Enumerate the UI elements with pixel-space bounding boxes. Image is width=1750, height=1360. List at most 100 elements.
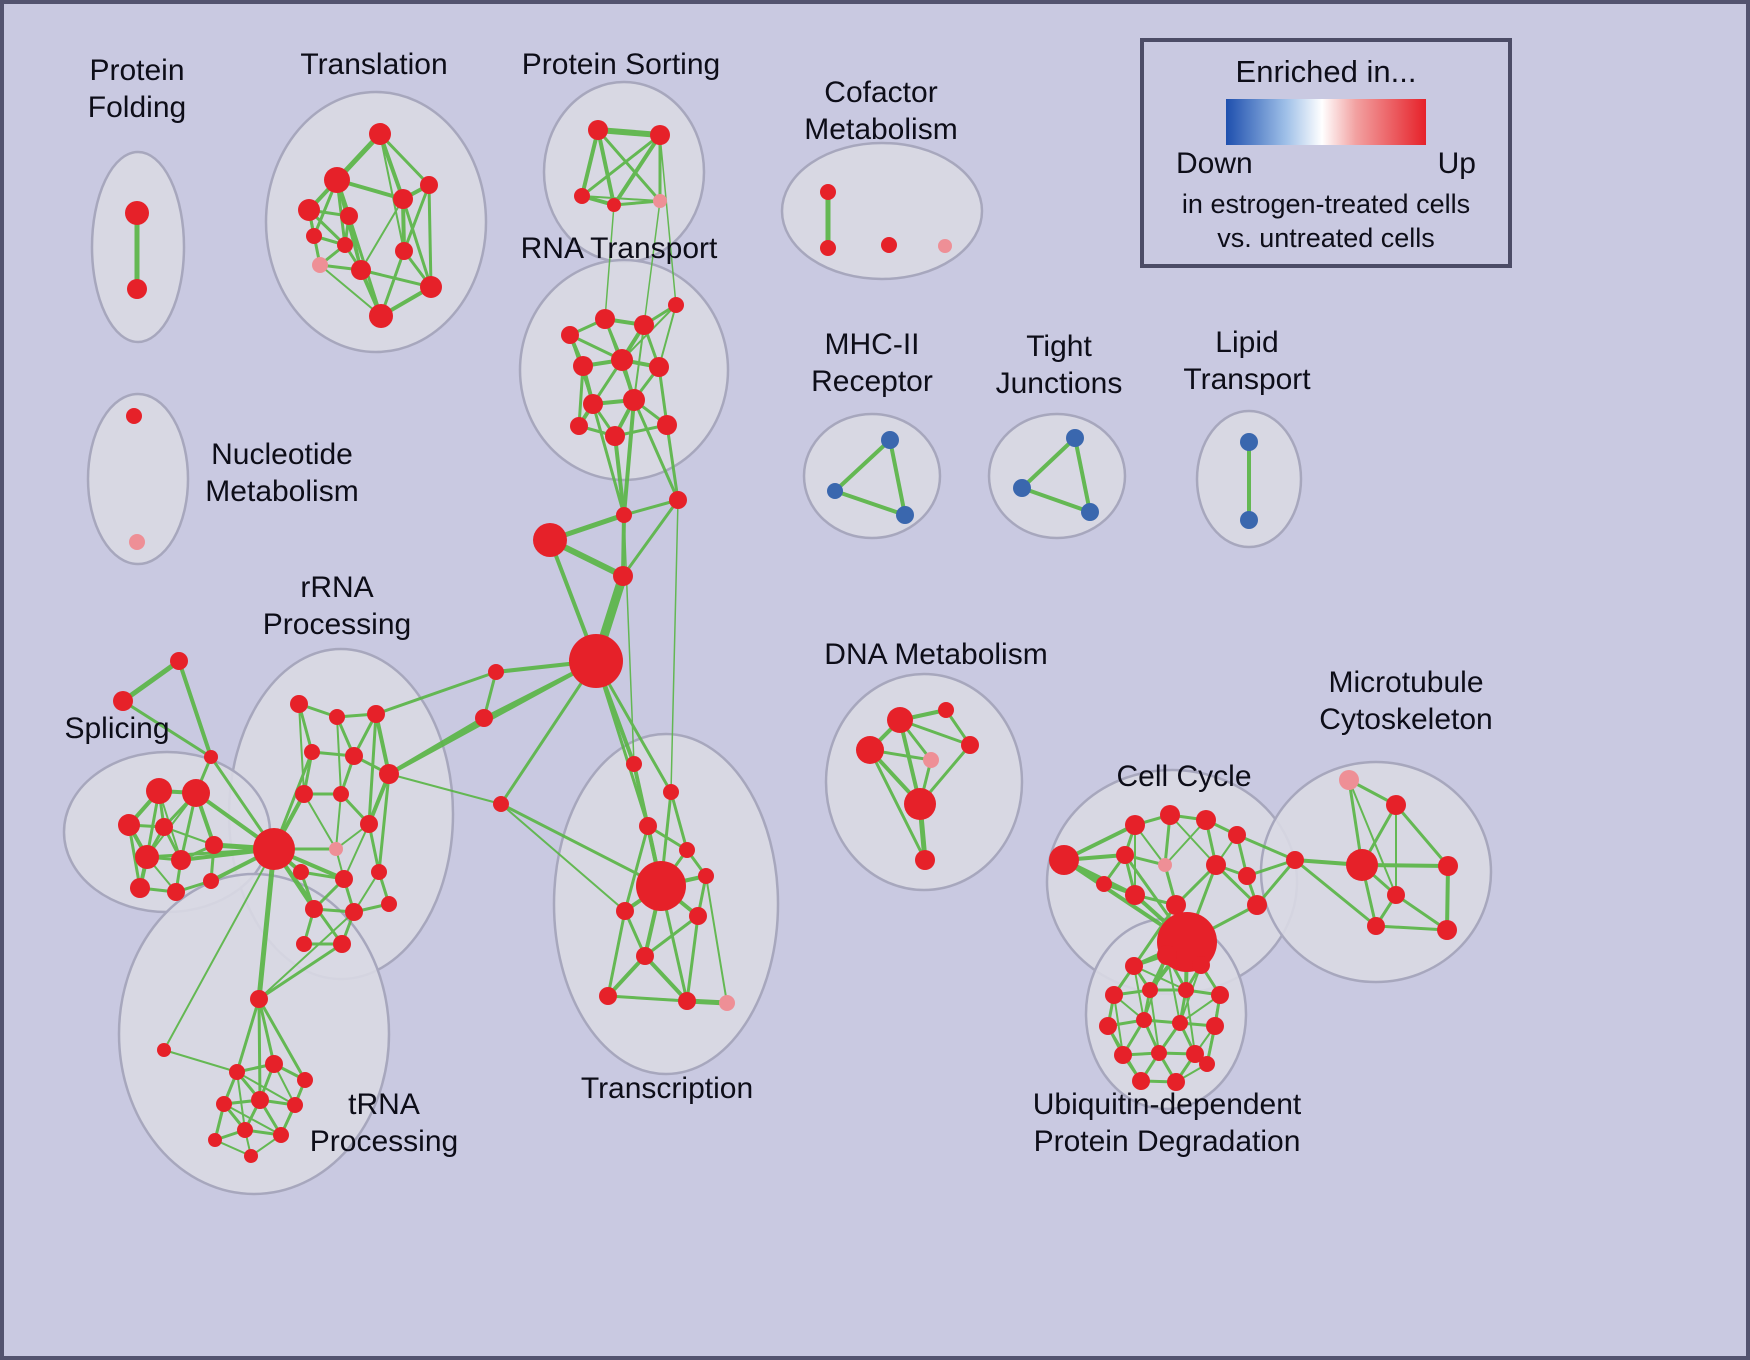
network-node[interactable] [1167, 1073, 1185, 1091]
network-node[interactable] [1116, 846, 1134, 864]
network-node[interactable] [1228, 826, 1246, 844]
network-node[interactable] [616, 507, 632, 523]
network-node[interactable] [533, 523, 567, 557]
network-node[interactable] [475, 709, 493, 727]
network-node[interactable] [265, 1055, 283, 1073]
network-node[interactable] [333, 935, 351, 953]
network-node[interactable] [135, 845, 159, 869]
network-node[interactable] [155, 818, 173, 836]
network-node[interactable] [1206, 855, 1226, 875]
network-node[interactable] [1081, 503, 1099, 521]
network-node[interactable] [1160, 805, 1180, 825]
network-node[interactable] [923, 752, 939, 768]
network-node[interactable] [698, 868, 714, 884]
network-node[interactable] [1136, 1012, 1152, 1028]
network-node[interactable] [561, 326, 579, 344]
network-node[interactable] [157, 1043, 171, 1057]
network-node[interactable] [171, 850, 191, 870]
network-node[interactable] [1114, 1046, 1132, 1064]
network-node[interactable] [634, 315, 654, 335]
network-node[interactable] [493, 796, 509, 812]
network-node[interactable] [1206, 1017, 1224, 1035]
network-node[interactable] [961, 736, 979, 754]
network-node[interactable] [298, 199, 320, 221]
network-node[interactable] [125, 201, 149, 225]
network-node[interactable] [129, 534, 145, 550]
network-node[interactable] [616, 902, 634, 920]
network-node[interactable] [371, 864, 387, 880]
network-node[interactable] [208, 1133, 222, 1147]
network-node[interactable] [297, 1072, 313, 1088]
network-node[interactable] [1211, 986, 1229, 1004]
network-node[interactable] [329, 842, 343, 856]
network-node[interactable] [611, 349, 633, 371]
network-node[interactable] [335, 870, 353, 888]
network-node[interactable] [367, 705, 385, 723]
network-node[interactable] [887, 707, 913, 733]
network-node[interactable] [1157, 945, 1177, 965]
network-node[interactable] [938, 239, 952, 253]
network-node[interactable] [1339, 770, 1359, 790]
network-node[interactable] [650, 125, 670, 145]
network-node[interactable] [1238, 867, 1256, 885]
network-node[interactable] [663, 784, 679, 800]
network-node[interactable] [915, 850, 935, 870]
network-node[interactable] [1013, 479, 1031, 497]
network-node[interactable] [639, 817, 657, 835]
network-node[interactable] [293, 864, 309, 880]
network-node[interactable] [599, 987, 617, 1005]
network-node[interactable] [896, 506, 914, 524]
network-node[interactable] [420, 276, 442, 298]
network-node[interactable] [369, 123, 391, 145]
network-node[interactable] [127, 279, 147, 299]
network-node[interactable] [1151, 1045, 1167, 1061]
network-node[interactable] [827, 483, 843, 499]
network-node[interactable] [678, 992, 696, 1010]
network-node[interactable] [118, 814, 140, 836]
network-node[interactable] [1178, 982, 1194, 998]
network-node[interactable] [1125, 815, 1145, 835]
network-node[interactable] [820, 184, 836, 200]
network-node[interactable] [626, 756, 642, 772]
network-node[interactable] [126, 408, 142, 424]
network-node[interactable] [1346, 849, 1378, 881]
network-node[interactable] [657, 415, 677, 435]
network-node[interactable] [296, 936, 312, 952]
network-node[interactable] [1099, 1017, 1117, 1035]
network-node[interactable] [1192, 956, 1210, 974]
network-node[interactable] [668, 297, 684, 313]
network-node[interactable] [395, 242, 413, 260]
network-node[interactable] [488, 664, 504, 680]
network-node[interactable] [588, 120, 608, 140]
network-node[interactable] [1125, 957, 1143, 975]
network-node[interactable] [1142, 982, 1158, 998]
network-node[interactable] [623, 389, 645, 411]
network-node[interactable] [251, 1091, 269, 1109]
network-node[interactable] [345, 747, 363, 765]
network-node[interactable] [167, 883, 185, 901]
network-node[interactable] [1096, 876, 1112, 892]
network-node[interactable] [1105, 986, 1123, 1004]
network-node[interactable] [329, 709, 345, 725]
network-node[interactable] [130, 878, 150, 898]
network-node[interactable] [351, 260, 371, 280]
network-node[interactable] [216, 1096, 232, 1112]
network-node[interactable] [381, 896, 397, 912]
network-node[interactable] [1387, 886, 1405, 904]
network-node[interactable] [1286, 851, 1304, 869]
network-node[interactable] [1196, 810, 1216, 830]
network-node[interactable] [306, 228, 322, 244]
network-node[interactable] [290, 695, 308, 713]
network-node[interactable] [1049, 845, 1079, 875]
network-node[interactable] [856, 736, 884, 764]
network-node[interactable] [570, 417, 588, 435]
network-node[interactable] [820, 240, 836, 256]
network-node[interactable] [1240, 511, 1258, 529]
network-node[interactable] [649, 357, 669, 377]
network-node[interactable] [420, 176, 438, 194]
network-node[interactable] [1166, 895, 1186, 915]
network-node[interactable] [295, 785, 313, 803]
network-node[interactable] [146, 778, 172, 804]
network-node[interactable] [607, 198, 621, 212]
network-node[interactable] [1125, 885, 1145, 905]
